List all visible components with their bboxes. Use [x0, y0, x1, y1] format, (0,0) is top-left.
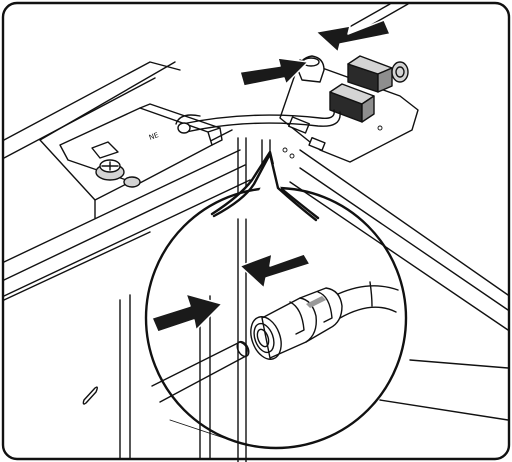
zoom-callout — [144, 150, 408, 450]
control-board — [279, 55, 419, 163]
zoomed-detail — [151, 281, 399, 441]
water-tube-upper — [175, 109, 341, 134]
mounting-bracket: NE — [59, 103, 223, 188]
push-arrow-left-icon — [315, 19, 391, 53]
push-arrow-right-icon — [239, 57, 309, 87]
push-arrow-left-icon — [239, 253, 311, 289]
board-label: NE — [148, 131, 160, 142]
push-arrows-zoom — [151, 253, 311, 333]
quick-connect-fitting — [250, 287, 343, 360]
push-arrows-upper — [239, 19, 391, 87]
push-arrow-right-icon — [151, 293, 223, 333]
